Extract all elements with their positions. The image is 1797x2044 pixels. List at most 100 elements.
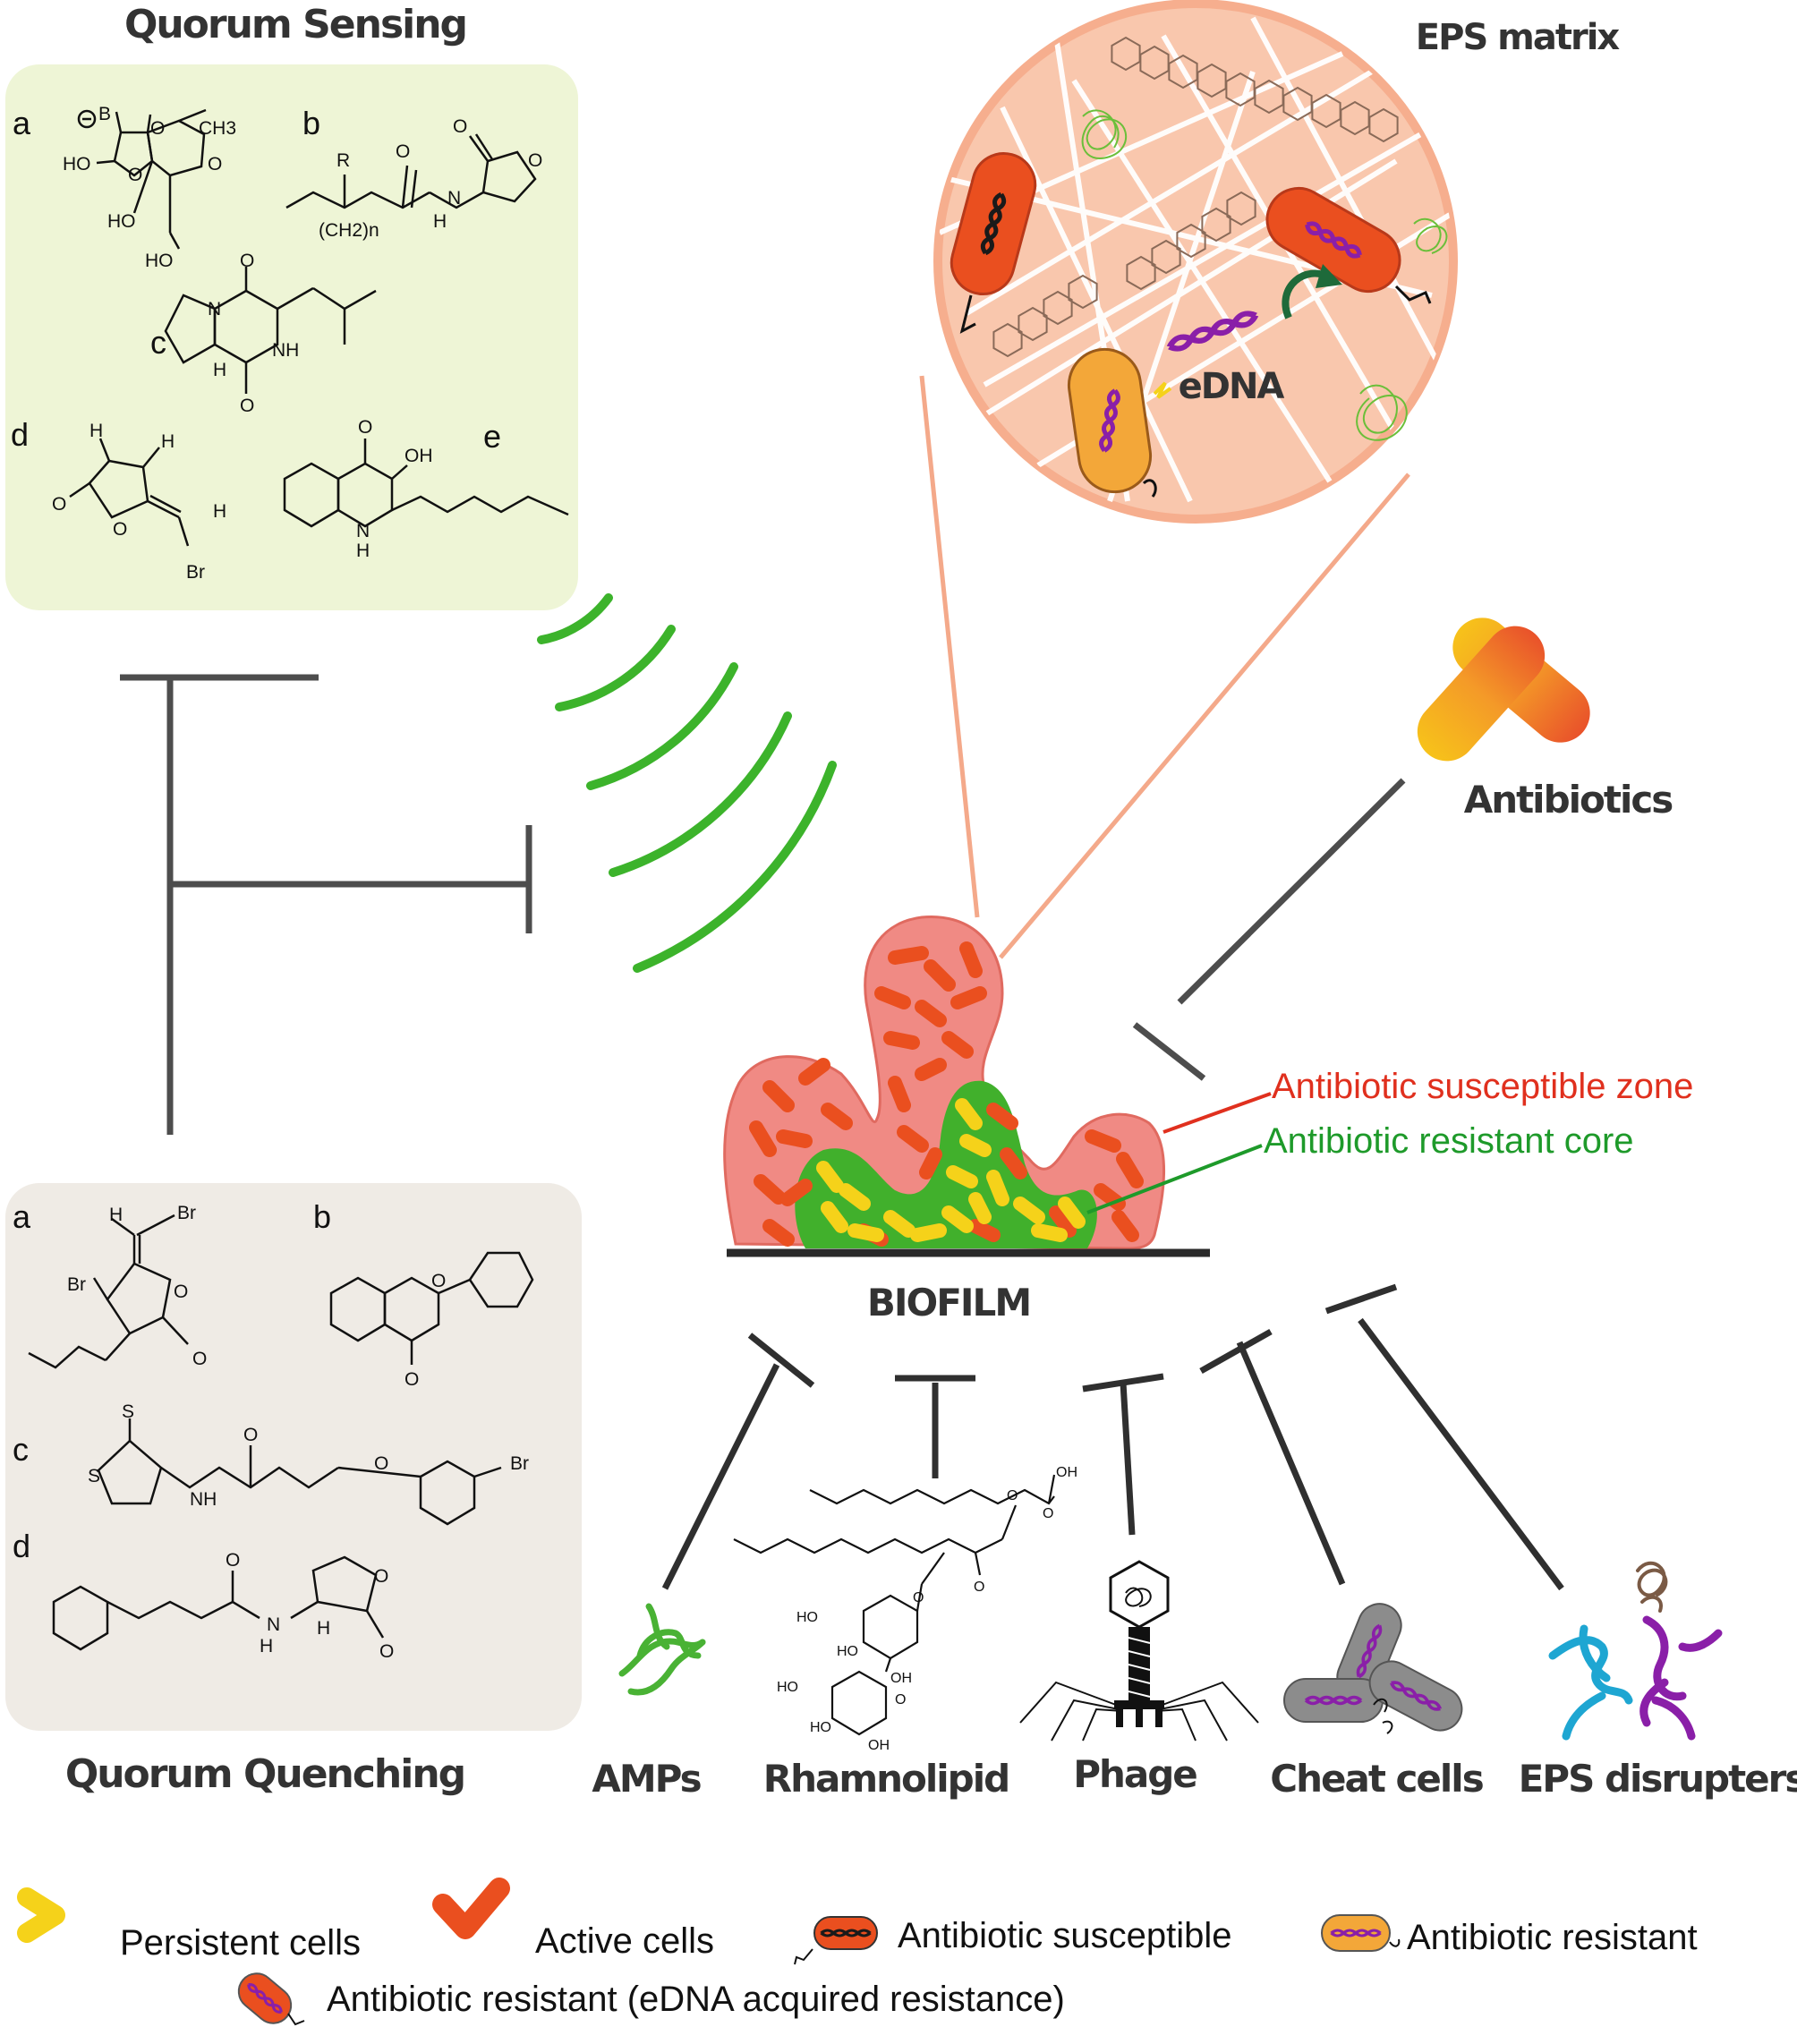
qq-letter-b: b (313, 1198, 331, 1235)
resistant-core-pointer (1086, 1144, 1263, 1214)
qs-molecule-d: H H O O H Br (52, 421, 226, 583)
treatment-label-cheat-cells: Cheat cells (1270, 1757, 1483, 1801)
svg-text:O: O (192, 1349, 207, 1369)
phage-icon (1019, 1560, 1259, 1742)
svg-text:NH: NH (190, 1489, 217, 1510)
legend-susceptible-label: Antibiotic susceptible (898, 1916, 1232, 1955)
qs-molecule-c: O N NH H O (164, 251, 377, 416)
svg-text:O: O (358, 417, 372, 438)
uptake-arrowhead-icon (1316, 264, 1342, 288)
svg-text:Br: Br (186, 562, 205, 583)
svg-text:O: O (174, 1282, 188, 1302)
svg-text:O: O (113, 519, 127, 540)
treatment-labels: AMPs Rhamnolipid Phage Cheat cells EPS d… (592, 1752, 1797, 1801)
svg-text:O: O (240, 396, 254, 416)
svg-text:O: O (379, 1641, 394, 1662)
svg-text:HO: HO (777, 1680, 798, 1695)
svg-text:N: N (356, 521, 370, 541)
svg-text:H: H (89, 421, 103, 441)
svg-text:O: O (895, 1692, 906, 1708)
treatment-label-rhamnolipid: Rhamnolipid (763, 1757, 1009, 1801)
treatment-label-eps-disrupters: EPS disrupters (1519, 1757, 1797, 1801)
qs-letter-a: a (13, 105, 31, 141)
qs-qq-inhibitor (120, 674, 532, 1135)
svg-text:O: O (208, 154, 222, 175)
quorum-quenching-panel (5, 1183, 582, 1731)
qq-letter-d: d (13, 1528, 30, 1564)
svg-text:H: H (109, 1205, 123, 1225)
legend-persistent-label: Persistent cells (120, 1923, 361, 1963)
svg-text:(CH2)n: (CH2)n (319, 220, 379, 241)
eps-cell-resistant (1067, 347, 1157, 498)
svg-text:O: O (226, 1550, 240, 1571)
svg-text:S: S (122, 1401, 134, 1422)
amp-peptide-icon (618, 1603, 706, 1696)
eps-protein-tangles (1081, 109, 1448, 441)
eps-matrix-title: EPS matrix (1416, 17, 1621, 58)
eps-cell-susceptible-left (950, 152, 1037, 334)
edna-strand (1153, 311, 1257, 399)
legend-active-label: Active cells (535, 1921, 714, 1961)
svg-text:NH: NH (272, 340, 299, 361)
quorum-sensing-panel (5, 64, 578, 610)
qs-letter-d: d (11, 416, 29, 453)
qq-letter-a: a (13, 1198, 31, 1235)
qq-molecule-a: H Br Br O O (28, 1203, 207, 1369)
antibiotics-label: Antibiotics (1464, 778, 1674, 822)
svg-text:O: O (974, 1580, 984, 1595)
qs-letter-e: e (483, 418, 501, 455)
qq-molecule-c: S S NH O O Br (88, 1401, 529, 1526)
svg-text:O: O (374, 1566, 388, 1587)
eps-disrupters-icon (1548, 1561, 1723, 1741)
svg-text:H: H (260, 1636, 273, 1656)
svg-text:H: H (433, 211, 447, 232)
svg-text:H: H (161, 431, 175, 452)
svg-text:HO: HO (145, 251, 174, 271)
svg-text:O: O (243, 1425, 258, 1445)
qq-molecule-d: O N H H O O (52, 1550, 394, 1662)
svg-text:O: O (396, 141, 410, 162)
qs-letter-c: c (150, 324, 166, 361)
svg-text:O: O (1007, 1488, 1018, 1503)
svg-text:N: N (447, 188, 461, 209)
svg-text:H: H (317, 1618, 330, 1639)
quorum-signal-waves (537, 593, 837, 973)
treatment-label-phage: Phage (1073, 1752, 1197, 1796)
svg-text:N: N (208, 299, 221, 319)
svg-text:CH3: CH3 (199, 118, 236, 139)
qs-letter-b: b (302, 105, 320, 141)
svg-text:O: O (405, 1369, 419, 1390)
svg-text:O: O (52, 494, 66, 515)
svg-text:O: O (1043, 1506, 1053, 1521)
svg-text:HO: HO (837, 1644, 858, 1659)
edna-label: eDNA (1179, 366, 1285, 407)
svg-text:OH: OH (890, 1671, 912, 1686)
qq-molecule-b: O O (329, 1251, 534, 1390)
biofilm-active-cells (749, 941, 1144, 1247)
svg-text:OH: OH (868, 1738, 890, 1753)
qs-letters: a b c d e (11, 105, 501, 455)
treatment-inhibitors (661, 1283, 1564, 1591)
svg-text:O: O (128, 165, 142, 185)
svg-text:O: O (431, 1271, 446, 1291)
svg-text:HO: HO (63, 154, 91, 175)
quorum-sensing-title: Quorum Sensing (124, 2, 466, 47)
svg-text:R: R (336, 150, 350, 171)
svg-text:HO: HO (107, 211, 136, 232)
svg-text:Br: Br (510, 1453, 529, 1474)
legend-resistant-label: Antibiotic resistant (1407, 1918, 1698, 1957)
qs-molecule-e: O OH N H (283, 417, 569, 561)
svg-text:O: O (150, 118, 165, 139)
cheat-cells-icon (1283, 1603, 1463, 1734)
svg-text:B: B (98, 104, 111, 124)
qq-letter-c: c (13, 1431, 29, 1468)
antibiotic-capsules-icon (1417, 617, 1590, 762)
resistant-core-label: Antibiotic resistant core (1264, 1121, 1634, 1161)
svg-text:HO: HO (810, 1720, 831, 1735)
svg-text:O: O (240, 251, 254, 271)
svg-text:O: O (913, 1590, 924, 1605)
svg-text:OH: OH (1056, 1465, 1077, 1480)
svg-text:H: H (213, 501, 226, 522)
susceptible-zone-label: Antibiotic susceptible zone (1272, 1067, 1693, 1106)
